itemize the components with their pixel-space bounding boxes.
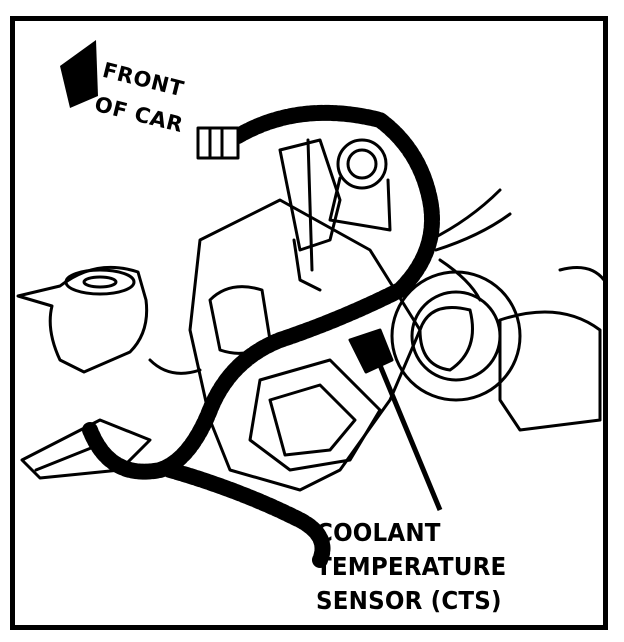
callout-label-line2: TEMPERATURE bbox=[316, 552, 507, 581]
callout-label-line1: COOLANT bbox=[316, 518, 441, 547]
reservoir-cap bbox=[64, 268, 136, 296]
reservoir-housing bbox=[16, 265, 149, 374]
callout-leader bbox=[369, 345, 443, 511]
harness-connector bbox=[196, 126, 240, 160]
arrow-icon bbox=[60, 40, 98, 108]
callout-label-line3: SENSOR (CTS) bbox=[316, 586, 502, 615]
engine-block bbox=[188, 198, 422, 492]
thermostat-cap bbox=[336, 138, 388, 190]
coolant-temperature-sensor bbox=[348, 328, 394, 374]
